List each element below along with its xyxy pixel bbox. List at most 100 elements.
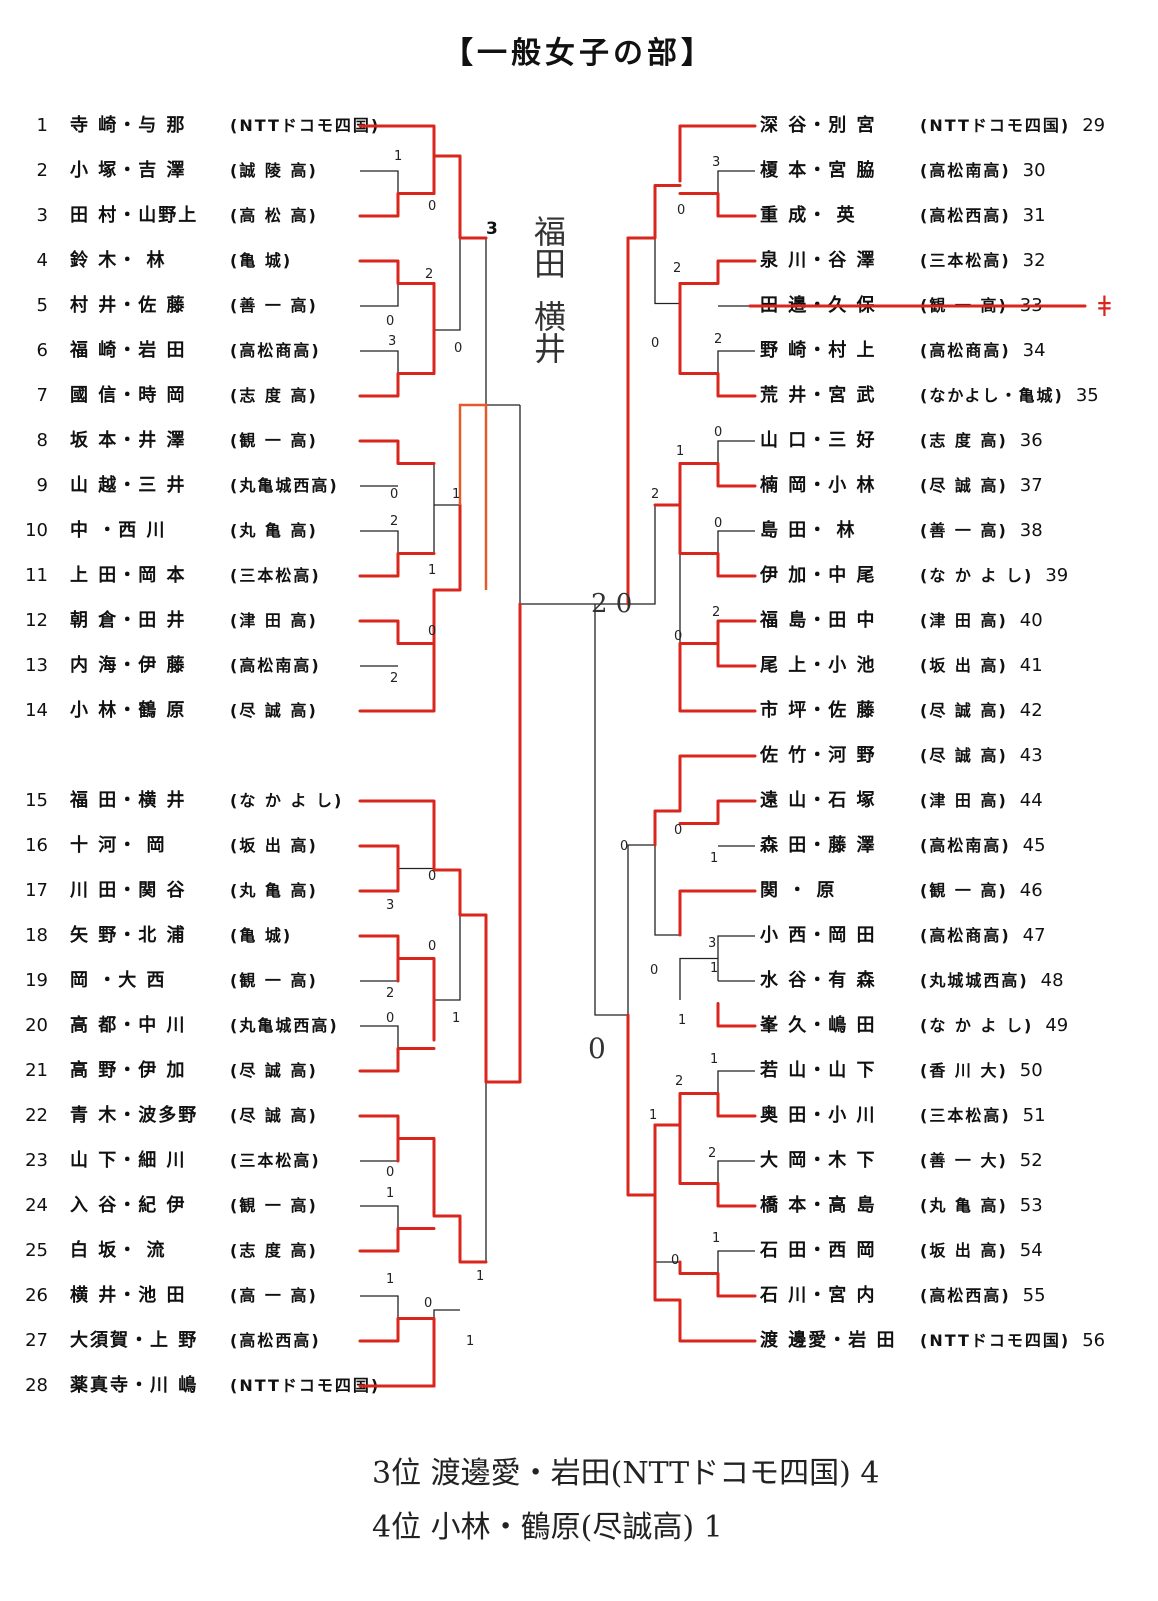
bracket-line xyxy=(717,1250,755,1296)
match-score: 0 xyxy=(428,869,436,884)
bracket-line xyxy=(434,915,461,1001)
entry-team: (誠 陵 高) xyxy=(230,161,318,180)
bracket-line xyxy=(626,1013,657,1197)
entry-names: 朝 倉・田 井 xyxy=(70,610,187,631)
right-entry-row: 山 口・三 好(志 度 高)36 xyxy=(760,427,1060,455)
entry-names: 鈴 木・ 林 xyxy=(70,250,167,271)
entry-team: (NTTドコモ四国) xyxy=(230,1376,381,1395)
bracket-line xyxy=(678,642,757,713)
match-score: 2 xyxy=(390,671,398,686)
right-entry-row: 野 崎・村 上(高松商高)34 xyxy=(760,337,1063,365)
entry-team: (坂 出 高) xyxy=(920,656,1008,675)
bracket-line xyxy=(358,799,436,872)
entry-team: (尽 誠 高) xyxy=(920,476,1008,495)
right-entry-row: 水 谷・有 森(丸城城西高)48 xyxy=(760,967,1081,995)
entry-number: 20 xyxy=(25,1015,48,1036)
champion-name-top: 福田 xyxy=(529,215,567,279)
entry-names: 大 岡・木 下 xyxy=(760,1150,877,1171)
bracket-line xyxy=(434,238,461,331)
bracket-line xyxy=(716,619,757,668)
entry-team: (高松商高) xyxy=(920,926,1011,945)
bracket-line xyxy=(654,845,680,936)
right-entry-row: 泉 川・谷 澤(三本松高)32 xyxy=(760,247,1063,275)
entry-number: 25 xyxy=(25,1240,48,1261)
entry-number: 8 xyxy=(36,430,48,451)
entry-team: (高松商高) xyxy=(230,341,321,360)
bracket-line xyxy=(717,1070,755,1116)
entry-team: (三本松高) xyxy=(230,566,321,585)
entry-team: (志 度 高) xyxy=(230,386,318,405)
entry-number: 14 xyxy=(25,700,48,721)
bracket-line xyxy=(484,602,522,1084)
entry-number: 51 xyxy=(1022,1105,1046,1126)
entry-number: 10 xyxy=(25,520,48,541)
bracket-line xyxy=(432,868,488,917)
match-score: 0 xyxy=(386,314,394,329)
entry-names: 小 塚・吉 澤 xyxy=(70,160,187,181)
entry-team: (NTTドコモ四国) xyxy=(920,116,1071,135)
entry-names: 坂 本・井 澤 xyxy=(70,430,187,451)
match-score: 0 xyxy=(428,199,436,214)
right-entry-row: 大 岡・木 下 (善 一 大) 52 xyxy=(760,1147,1060,1175)
entry-names: 石 田・西 岡 xyxy=(760,1240,877,1261)
entry-team: (津 田 高) xyxy=(920,791,1008,810)
entry-team: (丸亀城西高) xyxy=(230,476,339,495)
bracket-line xyxy=(626,184,682,240)
entry-number: 37 xyxy=(1019,475,1043,496)
bracket-line xyxy=(653,754,757,847)
bracket-line xyxy=(360,1025,399,1071)
entry-number: 19 xyxy=(25,970,48,991)
match-score: 0 xyxy=(620,839,628,854)
right-entry-row: 奥 田・小 川(三本松高)51 xyxy=(760,1102,1063,1130)
entry-team: (津 田 高) xyxy=(230,611,318,630)
entry-names: 福 田・横 井 xyxy=(70,790,187,811)
bracket-line xyxy=(678,259,757,285)
bracket-line xyxy=(358,642,436,713)
match-score: 0 xyxy=(651,336,659,351)
entry-names: 森 田・藤 澤 xyxy=(760,835,877,856)
right-entry-row: 尾 上・小 池(坂 出 高)41 xyxy=(760,652,1060,680)
bracket-line xyxy=(678,1260,757,1298)
match-score: 2 xyxy=(651,487,659,502)
entry-names: 内 海・伊 藤 xyxy=(70,655,187,676)
entry-team: (善 一 高) xyxy=(920,521,1008,540)
match-score: 0 xyxy=(714,516,722,531)
bracket-line xyxy=(432,154,488,240)
bracket-line xyxy=(360,350,399,397)
bracket-line xyxy=(358,192,436,218)
entry-names: 荒 井・宮 武 xyxy=(760,385,877,406)
entry-names: 市 坪・佐 藤 xyxy=(760,700,877,721)
entry-team: (善 一 大) xyxy=(920,1151,1008,1170)
bracket-line xyxy=(628,505,656,605)
match-score: 2 xyxy=(714,332,722,347)
right-entry-row: 石 川・宮 内(高松西高)55 xyxy=(760,1282,1063,1310)
match-score: 3 xyxy=(388,334,396,349)
entry-team: (観 一 高) xyxy=(920,881,1008,900)
bracket-line xyxy=(432,503,462,645)
right-entry-row: 市 坪・佐 藤(尽 誠 高)42 xyxy=(760,697,1060,725)
entry-names: 渡 邊愛・岩 田 xyxy=(760,1330,897,1351)
entry-team: (志 度 高) xyxy=(230,1241,318,1260)
entry-names: 佐 竹・河 野 xyxy=(760,745,877,766)
match-score: 1 xyxy=(476,1269,484,1284)
bracket-line xyxy=(716,1002,757,1028)
entry-team: (高 松 高) xyxy=(230,206,318,225)
entry-number: 46 xyxy=(1019,880,1043,901)
entry-names: 伊 加・中 尾 xyxy=(760,565,877,586)
entry-number: 52 xyxy=(1019,1150,1043,1171)
entry-number: 38 xyxy=(1019,520,1043,541)
entry-number: 12 xyxy=(25,610,48,631)
bracket-line xyxy=(678,889,757,937)
bracket-line xyxy=(678,462,757,578)
entry-names: 榎 本・宮 脇 xyxy=(760,160,877,181)
entry-number: 21 xyxy=(25,1060,48,1081)
match-score: 0 xyxy=(674,823,682,838)
match-score: 2 xyxy=(673,261,681,276)
entry-names: 十 河・ 岡 xyxy=(70,835,167,856)
